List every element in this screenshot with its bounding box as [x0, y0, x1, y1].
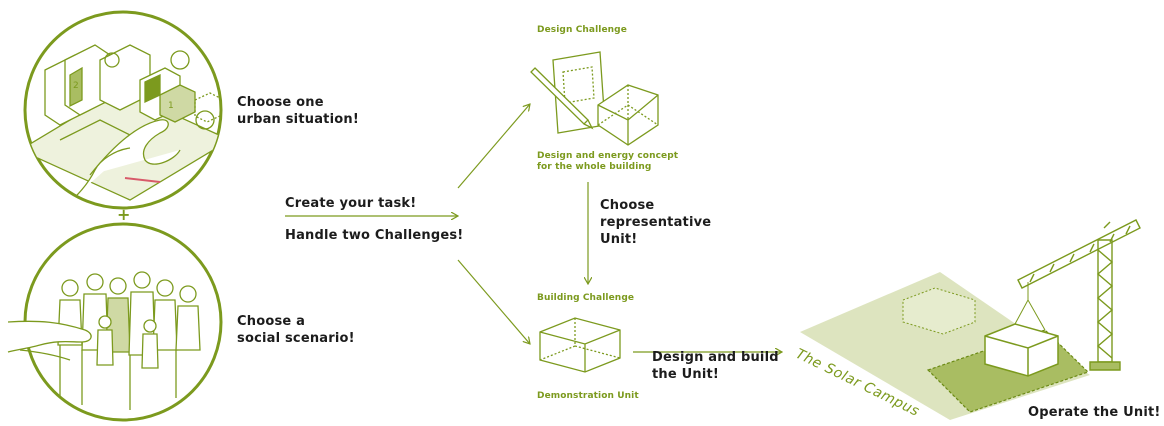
svg-text:2: 2	[73, 81, 79, 91]
handle-challenges-label: Handle two Challenges!	[285, 228, 464, 243]
solar-campus-illustration	[800, 219, 1141, 420]
demonstration-unit-label: Demonstration Unit	[537, 391, 639, 401]
choose-unit-label-line2: representative	[600, 215, 712, 230]
design-challenge-title: Design Challenge	[537, 25, 627, 35]
design-concept-line2: for the whole building	[537, 162, 652, 172]
design-drawing-icon	[530, 51, 659, 146]
plus-sign: +	[117, 205, 131, 224]
choose-unit-label-line3: Unit!	[600, 232, 638, 247]
arrow-to-design-challenge	[457, 104, 530, 189]
demonstration-unit-icon	[539, 317, 621, 373]
social-scenario-illustration	[7, 222, 223, 422]
arrow-to-building-challenge	[457, 259, 530, 344]
social-scenario-label-line1: Choose a	[237, 314, 306, 329]
svg-text:1: 1	[168, 101, 174, 111]
social-scenario-label-line2: social scenario!	[237, 331, 355, 346]
design-build-label-line2: the Unit!	[652, 367, 720, 382]
design-build-label-line1: Design and build	[652, 350, 779, 365]
urban-situation-illustration: 2 1	[23, 10, 223, 210]
create-task-label: Create your task!	[285, 196, 417, 211]
operate-unit-label: Operate the Unit!	[1028, 405, 1161, 420]
urban-situation-label-line2: urban situation!	[237, 112, 359, 127]
design-concept-line1: Design and energy concept	[537, 151, 679, 161]
building-challenge-title: Building Challenge	[537, 293, 635, 303]
choose-unit-label-line1: Choose	[600, 198, 655, 213]
urban-situation-label-line1: Choose one	[237, 95, 324, 110]
